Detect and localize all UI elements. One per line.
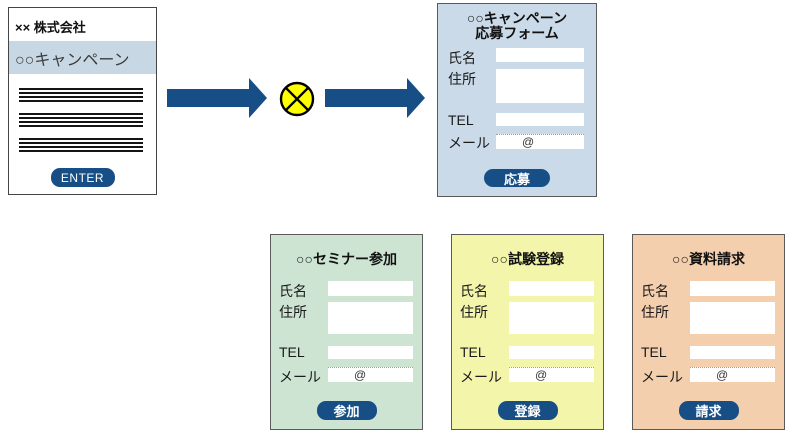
arrow-head xyxy=(249,78,267,118)
mail-field-label: メール xyxy=(279,369,321,385)
arrow-shaft xyxy=(325,89,407,107)
name-input[interactable] xyxy=(690,281,775,296)
arrow-shaft xyxy=(167,89,249,107)
name-field-label: 氏名 xyxy=(460,283,488,299)
mail-input[interactable]: @ xyxy=(690,367,775,382)
apply-button[interactable]: 応募 xyxy=(484,169,550,187)
mail-field-label: メール xyxy=(448,135,490,151)
title-prefix: ○○ xyxy=(672,251,689,267)
join-button[interactable]: 参加 xyxy=(316,401,377,420)
tel-field-label: TEL xyxy=(279,344,305,360)
circled-x-junction-icon xyxy=(279,81,315,117)
request-button[interactable]: 請求 xyxy=(678,401,739,420)
address-field-label: 住所 xyxy=(448,71,476,87)
mail-input[interactable]: @ xyxy=(496,134,584,149)
mail-input[interactable]: @ xyxy=(328,367,413,382)
title-main: 資料請求 xyxy=(688,251,745,267)
form-title: ○○セミナー参加 xyxy=(271,249,422,269)
request-form: ○○資料請求 氏名 住所 TEL メール @ 請求 xyxy=(632,234,785,430)
form-title: ○○資料請求 xyxy=(633,249,784,269)
form-title: ○○試験登録 xyxy=(452,249,603,269)
name-field-label: 氏名 xyxy=(279,283,307,299)
address-input[interactable] xyxy=(690,302,775,334)
text-placeholder-lines xyxy=(19,113,143,128)
tel-input[interactable] xyxy=(509,346,594,359)
flow-arrow-icon xyxy=(325,78,425,118)
form-title-line1: ○○キャンペーン xyxy=(438,8,596,28)
tel-field-label: TEL xyxy=(641,344,667,360)
campaign-banner[interactable]: ○○キャンペーン xyxy=(9,41,156,74)
title-prefix: ○○ xyxy=(466,10,484,26)
tel-input[interactable] xyxy=(328,346,413,359)
mail-field-label: メール xyxy=(641,369,683,385)
seminar-form: ○○セミナー参加 氏名 住所 TEL メール @ 参加 xyxy=(270,234,423,430)
form-title-line2: 応募フォーム xyxy=(475,25,559,41)
text-placeholder-lines xyxy=(19,88,143,103)
name-field-label: 氏名 xyxy=(448,50,476,66)
tel-field-label: TEL xyxy=(460,344,486,360)
exam-form: ○○試験登録 氏名 住所 TEL メール @ 登録 xyxy=(451,234,604,430)
address-field-label: 住所 xyxy=(460,304,488,320)
address-input[interactable] xyxy=(496,69,584,103)
mail-input[interactable]: @ xyxy=(509,367,594,382)
website-box: ×× 株式会社 ○○キャンペーン ENTER xyxy=(8,7,157,195)
tel-input[interactable] xyxy=(496,113,584,126)
address-input[interactable] xyxy=(328,302,413,334)
address-field-label: 住所 xyxy=(641,304,669,320)
name-input[interactable] xyxy=(509,281,594,296)
address-field-label: 住所 xyxy=(279,304,307,320)
arrow-head xyxy=(407,78,425,118)
title-main: セミナー参加 xyxy=(312,251,397,267)
campaign-form: ○○キャンペーン 応募フォーム 氏名 住所 TEL メール @ 応募 xyxy=(437,3,597,197)
flow-arrow-icon xyxy=(167,78,267,118)
mail-field-label: メール xyxy=(460,369,502,385)
name-input[interactable] xyxy=(496,48,584,62)
name-input[interactable] xyxy=(328,281,413,296)
website-title: ×× 株式会社 xyxy=(15,20,86,35)
title-prefix: ○○ xyxy=(296,251,313,267)
tel-field-label: TEL xyxy=(448,112,474,128)
title-main: キャンペーン xyxy=(483,10,568,26)
name-field-label: 氏名 xyxy=(641,283,669,299)
title-main: 試験登録 xyxy=(507,251,564,267)
tel-input[interactable] xyxy=(690,346,775,359)
address-input[interactable] xyxy=(509,302,594,334)
title-prefix: ○○ xyxy=(491,251,508,267)
text-placeholder-lines xyxy=(19,138,143,153)
campaign-banner-label: ○○キャンペーン xyxy=(15,51,130,69)
enter-button[interactable]: ENTER xyxy=(50,168,115,187)
register-button[interactable]: 登録 xyxy=(497,401,558,420)
